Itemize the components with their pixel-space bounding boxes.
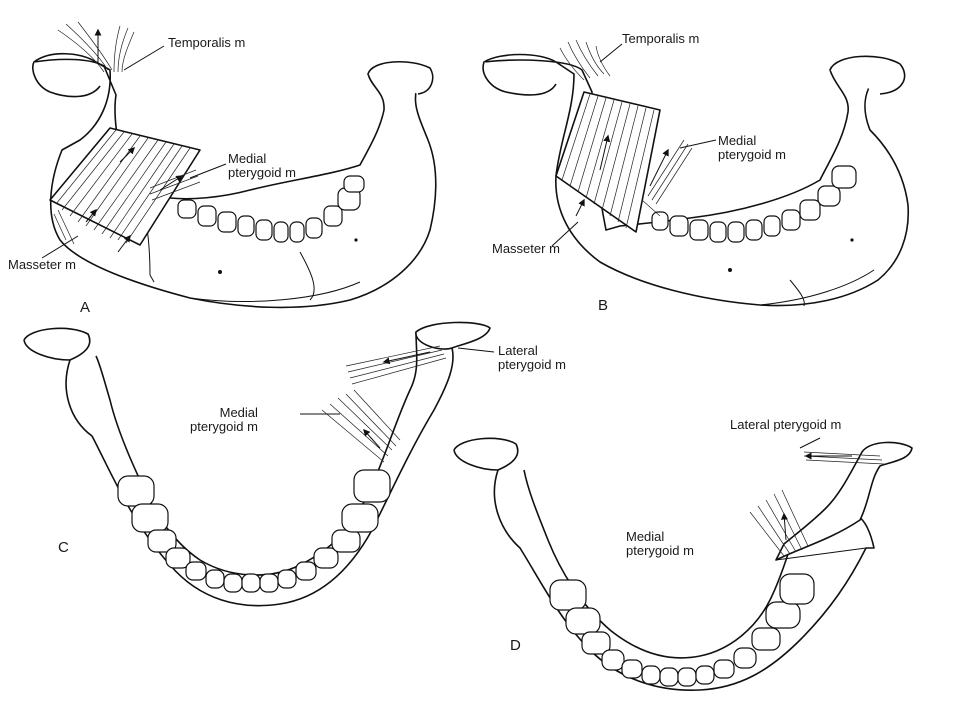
- panel-c-medial-pterygoid-label: Medial pterygoid m: [190, 405, 258, 434]
- panel-a-temporalis-label: Temporalis m: [168, 35, 246, 50]
- panel-b-letter: B: [598, 297, 609, 314]
- panel-d-medial-pterygoid-label: Medial pterygoid m: [626, 529, 694, 558]
- panel-a-medial-pterygoid-label: Medial pterygoid m: [228, 151, 296, 180]
- panel-d-mandible: [453, 437, 913, 692]
- panel-b-medial-pterygoid-label: Medial pterygoid m: [718, 133, 786, 162]
- panel-d-lateral-pterygoid-label: Lateral pterygoid m: [730, 417, 842, 432]
- panel-c-letter: C: [58, 539, 69, 556]
- panel-c-mandible: [23, 321, 495, 607]
- panel-d-letter: D: [510, 637, 521, 654]
- panel-b-masseter-label: Masseter m: [492, 241, 560, 256]
- panel-a-mandible: [32, 21, 437, 309]
- panel-a-letter: A: [80, 299, 91, 316]
- panel-b-temporalis-label: Temporalis m: [622, 31, 700, 46]
- panel-c-lateral-pterygoid-label: Lateral pterygoid m: [498, 343, 566, 372]
- panel-b-mandible: [482, 39, 910, 307]
- panel-a-masseter-label: Masseter m: [8, 257, 76, 272]
